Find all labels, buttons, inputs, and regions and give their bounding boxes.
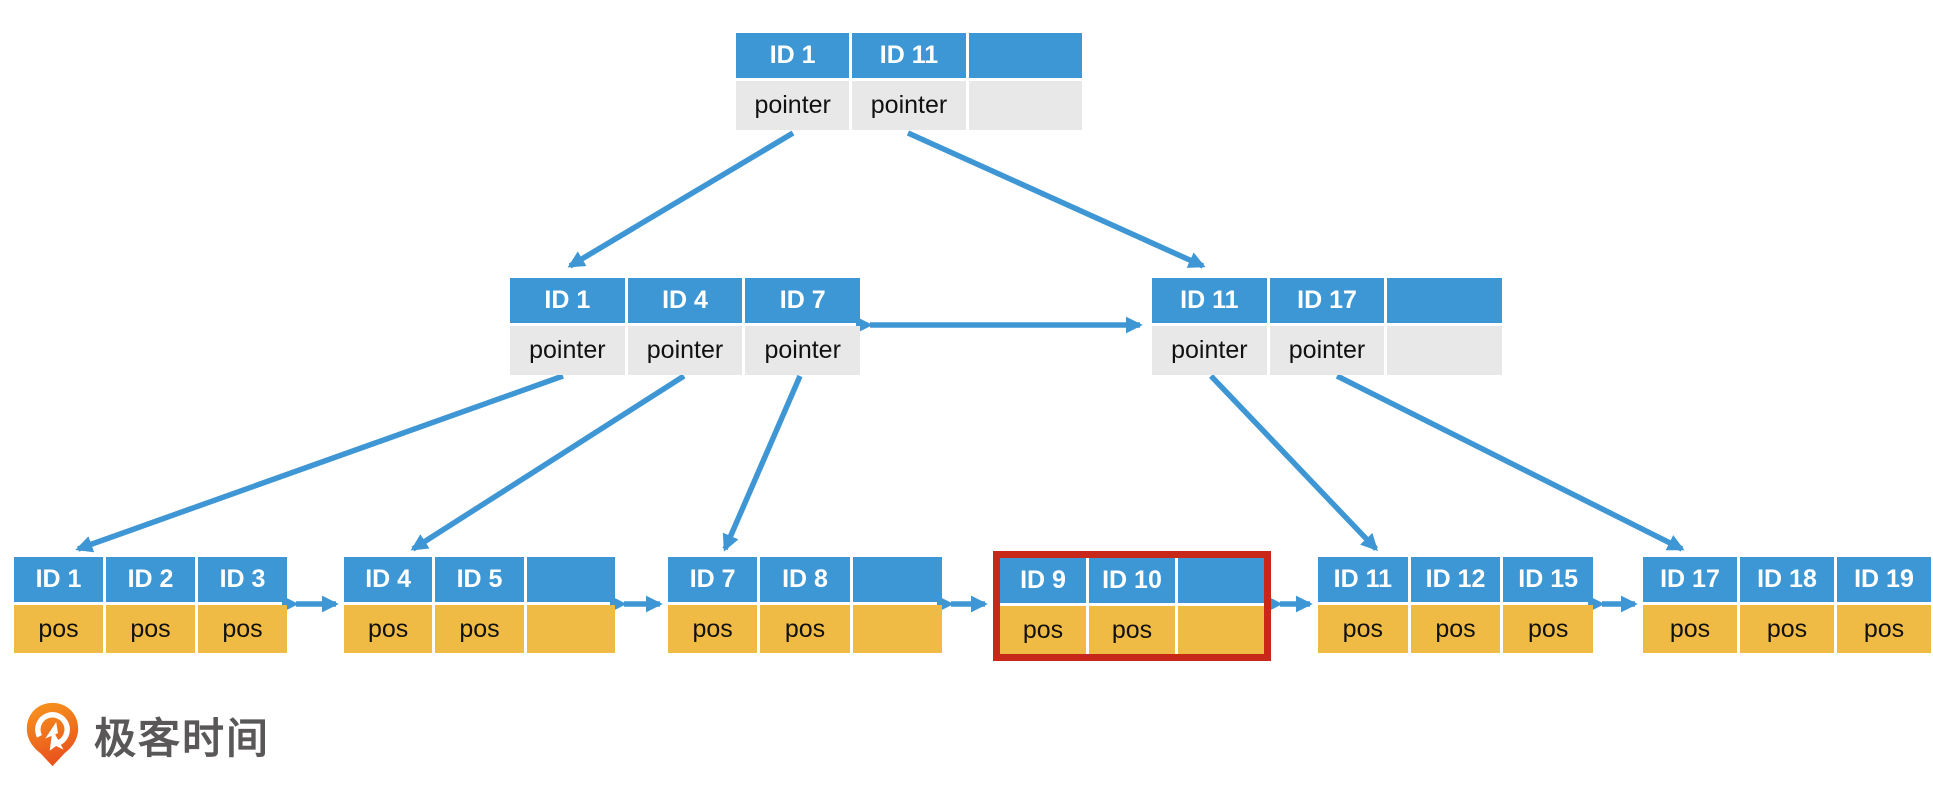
pos-cell: pos xyxy=(14,605,103,653)
pointer-cell-empty xyxy=(1387,326,1503,375)
pointer-cell: pointer xyxy=(510,326,625,375)
key-cell: ID 11 xyxy=(1318,557,1408,602)
leaf2-pos-row: pos pos xyxy=(344,605,615,653)
key-cell: ID 1 xyxy=(14,557,103,602)
key-cell: ID 18 xyxy=(1740,557,1834,602)
leaf-node-4: ID 9 ID 10 pos pos xyxy=(1000,558,1264,654)
pos-cell-empty xyxy=(1178,606,1264,654)
leaf-node-3: ID 7 ID 8 pos pos xyxy=(668,557,942,653)
pos-cell: pos xyxy=(1643,605,1737,653)
leaf-node-1: ID 1 ID 2 ID 3 pos pos pos xyxy=(14,557,287,653)
internal-node-right: ID 11 ID 17 pointer pointer xyxy=(1152,278,1503,375)
internal-left-key-row: ID 1 ID 4 ID 7 xyxy=(510,278,861,323)
arrow-ptr-to-leaf6 xyxy=(1335,373,1685,552)
pos-cell: pos xyxy=(1089,606,1175,654)
leaf-node-6: ID 17 ID 18 ID 19 pos pos pos xyxy=(1643,557,1931,653)
arrow-ptr-to-leaf3 xyxy=(722,374,803,552)
arrow-ptr-to-leaf1 xyxy=(75,373,564,553)
key-cell: ID 11 xyxy=(852,33,966,78)
leaf1-pos-row: pos pos pos xyxy=(14,605,287,653)
arrow-root-to-internal-left xyxy=(567,130,795,269)
key-cell: ID 4 xyxy=(627,278,743,323)
arrow-ptr-to-leaf2 xyxy=(410,373,686,552)
pos-cell: pos xyxy=(1837,605,1931,653)
internal-node-left: ID 1 ID 4 ID 7 pointer pointer pointer xyxy=(510,278,861,375)
internal-left-pointer-row: pointer pointer pointer xyxy=(510,326,861,375)
key-cell: ID 2 xyxy=(106,557,195,602)
arrow-root-to-internal-right xyxy=(906,130,1206,269)
pointer-cell: pointer xyxy=(627,326,743,375)
pos-cell: pos xyxy=(668,605,758,653)
geektime-logo-text: 极客时间 xyxy=(94,714,271,762)
leaf5-pos-row: pos pos pos xyxy=(1318,605,1594,653)
pointer-cell-empty xyxy=(968,81,1082,130)
pos-cell: pos xyxy=(435,605,524,653)
pointer-cell: pointer xyxy=(745,326,861,375)
pos-cell: pos xyxy=(760,605,850,653)
pos-cell: pos xyxy=(106,605,195,653)
key-cell: ID 8 xyxy=(760,557,850,602)
leaf4-key-row: ID 9 ID 10 xyxy=(1000,558,1264,603)
leaf3-key-row: ID 7 ID 8 xyxy=(668,557,942,602)
leaf-node-2: ID 4 ID 5 pos pos xyxy=(344,557,615,653)
pos-cell: pos xyxy=(198,605,287,653)
arrow-ptr-to-leaf5 xyxy=(1209,374,1378,552)
leaf-node-4-highlight-border: ID 9 ID 10 pos pos xyxy=(993,551,1271,661)
geektime-logo: 极客时间 xyxy=(25,702,270,768)
pos-cell: pos xyxy=(1318,605,1408,653)
key-cell-empty xyxy=(1178,558,1264,603)
pos-cell: pos xyxy=(1740,605,1834,653)
leaf3-pos-row: pos pos xyxy=(668,605,942,653)
pos-cell: pos xyxy=(344,605,433,653)
leaf6-key-row: ID 17 ID 18 ID 19 xyxy=(1643,557,1931,602)
key-cell-empty xyxy=(852,557,942,602)
leaf2-key-row: ID 4 ID 5 xyxy=(344,557,615,602)
pointer-cell: pointer xyxy=(1269,326,1385,375)
key-cell: ID 3 xyxy=(198,557,287,602)
key-cell: ID 17 xyxy=(1269,278,1385,323)
key-cell-empty xyxy=(526,557,615,602)
key-cell: ID 15 xyxy=(1503,557,1594,602)
key-cell: ID 10 xyxy=(1089,558,1175,603)
key-cell: ID 1 xyxy=(510,278,625,323)
key-cell: ID 19 xyxy=(1837,557,1931,602)
internal-right-key-row: ID 11 ID 17 xyxy=(1152,278,1503,323)
leaf5-key-row: ID 11 ID 12 ID 15 xyxy=(1318,557,1594,602)
pos-cell: pos xyxy=(1503,605,1594,653)
pos-cell-empty xyxy=(852,605,942,653)
key-cell-empty xyxy=(1387,278,1503,323)
root-pointer-row: pointer pointer xyxy=(736,81,1082,130)
pointer-cell: pointer xyxy=(1152,326,1267,375)
leaf1-key-row: ID 1 ID 2 ID 3 xyxy=(14,557,287,602)
pointer-cell: pointer xyxy=(852,81,966,130)
key-cell: ID 17 xyxy=(1643,557,1737,602)
key-cell-empty xyxy=(968,33,1082,78)
pos-cell: pos xyxy=(1410,605,1501,653)
pointer-cell: pointer xyxy=(736,81,850,130)
leaf-node-5: ID 11 ID 12 ID 15 pos pos pos xyxy=(1318,557,1594,653)
key-cell: ID 7 xyxy=(668,557,758,602)
key-cell: ID 4 xyxy=(344,557,433,602)
key-cell: ID 11 xyxy=(1152,278,1267,323)
geektime-logo-icon xyxy=(26,702,79,767)
leaf4-pos-row: pos pos xyxy=(1000,606,1264,654)
root-node: ID 1 ID 11 pointer pointer xyxy=(736,33,1082,130)
pos-cell: pos xyxy=(1000,606,1086,654)
pos-cell-empty xyxy=(526,605,615,653)
key-cell: ID 12 xyxy=(1410,557,1501,602)
key-cell: ID 9 xyxy=(1000,558,1086,603)
key-cell: ID 1 xyxy=(736,33,850,78)
key-cell: ID 7 xyxy=(745,278,861,323)
leaf6-pos-row: pos pos pos xyxy=(1643,605,1931,653)
root-key-row: ID 1 ID 11 xyxy=(736,33,1082,78)
internal-right-pointer-row: pointer pointer xyxy=(1152,326,1503,375)
key-cell: ID 5 xyxy=(435,557,524,602)
